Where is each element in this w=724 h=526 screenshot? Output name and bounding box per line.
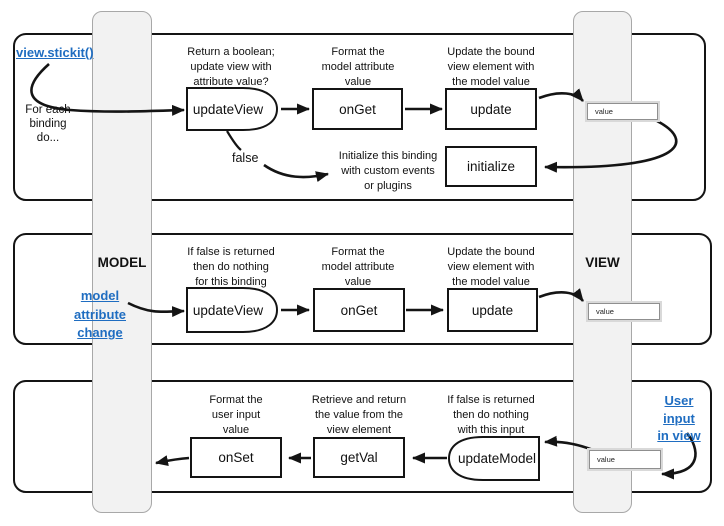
updateview-shape-2 — [186, 287, 279, 333]
note-onset: Format the user input value — [209, 394, 263, 436]
panel-view-to-model-flow — [13, 380, 712, 493]
panel-model-to-view-flow — [13, 233, 712, 345]
arrow-value-to-initialize — [544, 119, 678, 173]
note-update-2: Update the bound view element with the m… — [447, 246, 535, 288]
update-box-2: update — [447, 288, 538, 332]
getval-box: getVal — [313, 437, 405, 478]
value-input-2[interactable]: value — [588, 303, 660, 320]
value-input-1[interactable]: value — [587, 103, 658, 120]
line-updateview-to-false — [226, 130, 242, 151]
initialize-box: initialize — [445, 146, 537, 187]
model-attribute-change-link[interactable]: model attribute change — [74, 288, 126, 340]
note-updatemodel: If false is returned then do nothing wit… — [447, 394, 535, 436]
updateview-node-1: updateView — [192, 101, 264, 117]
onget-box-2: onGet — [313, 288, 405, 332]
note-update-1: Update the bound view element with the m… — [447, 46, 535, 88]
note-updateview-2: If false is returned then do nothing for… — [187, 246, 275, 288]
value-input-3[interactable]: value — [589, 450, 661, 469]
false-label: false — [232, 151, 259, 165]
onset-box: onSet — [190, 437, 282, 478]
note-getval: Retrieve and return the value from the v… — [311, 394, 407, 436]
arrow-modelchange-to-updateview — [127, 301, 185, 318]
update-box-1: update — [445, 88, 537, 130]
note-onget-1: Format the model attribute value — [321, 46, 395, 88]
arrow-value-to-updatemodel — [544, 435, 594, 452]
updatemodel-shape — [447, 436, 540, 481]
onget-box-1: onGet — [312, 88, 403, 130]
panel-stickit-init-flow — [13, 33, 706, 201]
note-updateview-1: Return a boolean; update view with attri… — [187, 46, 275, 88]
arrow-update-to-value-1 — [538, 88, 584, 102]
arrow-update-to-value-2 — [538, 288, 585, 302]
arrow-userinput-to-value — [661, 432, 697, 480]
note-initialize: Initialize this binding with custom even… — [338, 150, 438, 192]
arrow-false-to-initialize-note — [263, 163, 329, 183]
model-bar — [92, 11, 152, 513]
note-onget-2: Format the model attribute value — [321, 246, 395, 288]
arrow-onset-to-model — [155, 455, 190, 467]
model-bar-label: MODEL — [97, 255, 147, 270]
updateview-shape-1 — [186, 87, 279, 131]
arrow-stickit-to-updateview — [30, 63, 185, 116]
for-each-binding-label: For each binding do... — [25, 104, 71, 144]
user-input-link[interactable]: User input in view — [657, 393, 701, 443]
updatemodel-node: updateModel — [457, 451, 537, 466]
view-stickit-link[interactable]: view.stickit() — [16, 45, 94, 60]
updateview-node-2: updateView — [192, 302, 264, 318]
view-bar-label: VIEW — [585, 255, 620, 270]
